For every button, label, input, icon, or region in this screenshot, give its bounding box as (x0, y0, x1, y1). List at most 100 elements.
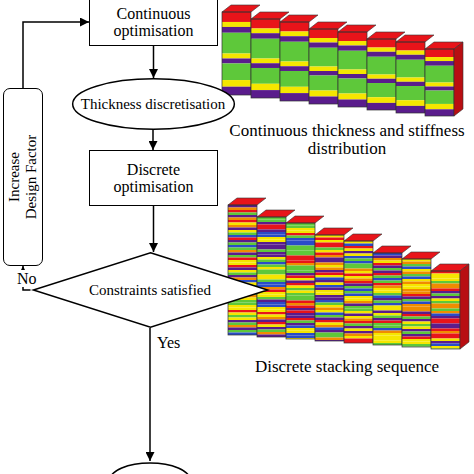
process-ellipse: Thickness discretisation (71, 78, 236, 130)
node-text: Thickness discretisation (81, 96, 226, 113)
ply (257, 330, 286, 333)
top-face (344, 234, 382, 241)
ply (338, 41, 367, 46)
column-outline (367, 39, 396, 110)
ply (344, 266, 373, 269)
top-face (373, 246, 411, 253)
ply (344, 284, 373, 287)
ply (257, 247, 286, 250)
ply (367, 83, 396, 97)
ply (228, 255, 257, 258)
figure-caption: Discrete stacking sequence (222, 358, 472, 376)
ply (315, 295, 344, 298)
ply (286, 251, 315, 254)
ply (396, 42, 425, 51)
ply (228, 248, 257, 251)
ply (257, 280, 286, 283)
ply (344, 256, 373, 259)
ply (344, 281, 373, 284)
ply (396, 100, 425, 106)
ply (402, 264, 431, 267)
ply (402, 317, 431, 320)
ply (396, 51, 425, 55)
ply (228, 318, 257, 321)
top-face (309, 22, 347, 29)
ply (431, 306, 460, 309)
ply (402, 272, 431, 275)
top-face (367, 32, 405, 39)
top-face (402, 252, 440, 259)
column-outline (338, 32, 367, 107)
ply (402, 307, 431, 310)
ply (402, 339, 431, 342)
flow-arrow (23, 22, 89, 88)
ply (402, 309, 431, 312)
ply (373, 263, 402, 266)
ply (402, 344, 431, 347)
ply (257, 217, 286, 220)
decision-diamond: Constraints satisfied (31, 252, 270, 328)
column-outline (286, 223, 315, 339)
ply (373, 276, 402, 279)
ply (257, 257, 286, 260)
ply (286, 281, 315, 284)
ply (228, 310, 257, 313)
ply (228, 220, 257, 223)
ply (222, 58, 251, 63)
ply (309, 43, 338, 48)
ply (431, 319, 460, 322)
ply (431, 321, 460, 324)
ply (222, 54, 251, 59)
ply (315, 253, 344, 256)
ply (396, 60, 425, 78)
ply (257, 332, 286, 335)
ply (280, 87, 309, 93)
ply (251, 28, 280, 33)
ply (373, 258, 402, 261)
ply (315, 240, 344, 243)
ply (315, 273, 344, 276)
top-face (396, 35, 434, 42)
ply (286, 286, 315, 289)
top-face (257, 210, 295, 217)
ply (344, 241, 373, 244)
ply (431, 276, 460, 279)
ply (373, 266, 402, 269)
ply (425, 109, 454, 116)
ply (222, 27, 251, 33)
ply (222, 63, 251, 80)
ply (257, 320, 286, 323)
ply (373, 278, 402, 281)
ply (344, 286, 373, 289)
column-outline (344, 241, 373, 343)
ply (315, 238, 344, 241)
ply (286, 316, 315, 319)
node-text: Increase Design Factor (6, 130, 40, 224)
ply (367, 75, 396, 79)
ply (228, 225, 257, 228)
ply (228, 313, 257, 316)
ply (373, 281, 402, 284)
ply (315, 293, 344, 296)
ply (373, 256, 402, 259)
ply (315, 320, 344, 323)
ply (309, 76, 338, 91)
ply (344, 261, 373, 264)
ply (344, 291, 373, 294)
ply (431, 294, 460, 297)
top-face (251, 12, 289, 19)
ply (338, 46, 367, 51)
ply (286, 268, 315, 271)
ply (315, 235, 344, 238)
ply (286, 231, 315, 234)
ply (402, 322, 431, 325)
node-text: Discrete optimisation (90, 161, 217, 195)
ply (315, 248, 344, 251)
ply (228, 238, 257, 241)
end-terminal (110, 463, 190, 474)
ply (286, 236, 315, 239)
ply (344, 334, 373, 337)
ply (396, 86, 425, 100)
ply (257, 265, 286, 268)
ply (222, 22, 251, 27)
